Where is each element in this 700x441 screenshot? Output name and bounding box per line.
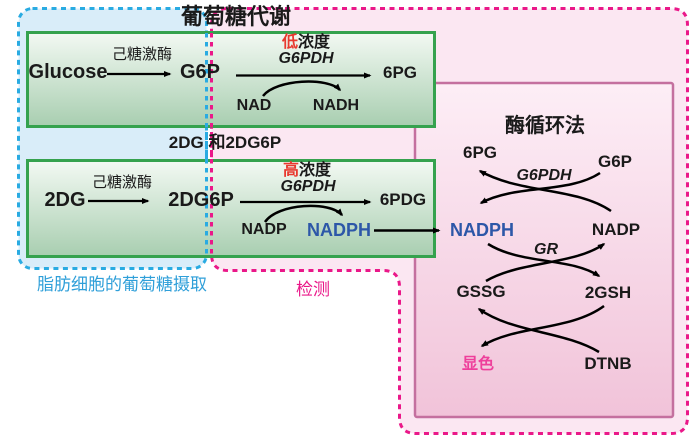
high-concentration-prefix: 高 (282, 162, 299, 179)
pathway-title: 葡萄糖代谢 (180, 4, 292, 29)
low-concentration-prefix: 低 (281, 34, 298, 51)
arc-nad-to-nadh (262, 80, 342, 97)
cycle-6pg-label: 6PG (462, 143, 498, 162)
curve-g6p-to-nadph (479, 171, 601, 205)
dg-box (26, 159, 436, 258)
glucose-label: Glucose (28, 61, 108, 83)
6pg-label: 6PG (382, 63, 418, 82)
nad-label: NAD (236, 97, 272, 114)
nadh-label: NADH (312, 97, 360, 114)
cycle-gssg-label: GSSG (456, 282, 506, 301)
hexokinase-label-2: 己糖激酶 (91, 174, 153, 191)
cycle-dtnb-label: DTNB (584, 354, 632, 373)
nadp-label: NADP (241, 221, 287, 238)
curve-nadp-to-6pg (478, 169, 612, 213)
low-concentration-text: 浓度 (298, 34, 331, 51)
curve-dtnb-to-gssg (477, 307, 600, 354)
cycle-gr-label: GR (534, 241, 558, 258)
g6pdh-label-1: G6PDH (278, 50, 334, 67)
cycle-g6p-label: G6P (597, 152, 633, 171)
nadph-source-label: NADPH (306, 220, 372, 240)
6pdg-label: 6PDG (379, 190, 427, 209)
cycle-nadp-label: NADP (591, 220, 641, 239)
2dg6p-label: 2DG6P (168, 189, 234, 211)
cycle-color-label: 显色 (461, 356, 495, 373)
cycle-2gsh-label: 2GSH (584, 283, 632, 302)
g6pdh-label-2: G6PDH (280, 178, 336, 195)
uptake-caption: 脂肪细胞的葡萄糖摄取 (37, 275, 207, 294)
detection-caption: 检测 (296, 280, 330, 299)
cycle-nadph-label: NADPH (449, 220, 515, 240)
curve-2gsh-to-color (480, 304, 605, 348)
curve-nadph-to-2gsh (487, 242, 601, 278)
high-concentration-text: 浓度 (299, 162, 332, 179)
high-concentration-label: 高浓度 (282, 162, 332, 180)
cycle-title: 酶循环法 (505, 115, 585, 137)
low-concentration-label: 低浓度 (281, 34, 331, 52)
curve-gssg-to-nadp (485, 242, 606, 283)
hexokinase-label-1: 己糖激酶 (111, 46, 173, 63)
cycle-g6pdh-label: G6PDH (516, 167, 572, 184)
glucose-box (26, 31, 436, 128)
dg-section-label: 2DG 和2DG6P (168, 133, 282, 152)
2dg-label: 2DG (44, 189, 86, 211)
arc-nadp-to-nadph (263, 204, 343, 223)
g6p-label: G6P (179, 61, 221, 83)
